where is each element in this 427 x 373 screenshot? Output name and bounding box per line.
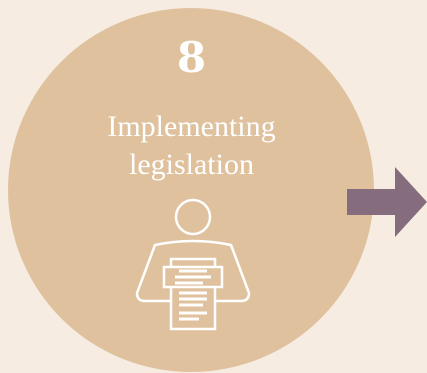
step-title-line-2: legislation [129, 148, 254, 181]
step-title-line-1: Implementing [107, 110, 276, 143]
step-title: Implementing legislation [0, 108, 383, 184]
person-holding-document-icon [135, 198, 251, 331]
step-number: 8 [176, 33, 207, 82]
right-arrow-icon [347, 167, 427, 237]
